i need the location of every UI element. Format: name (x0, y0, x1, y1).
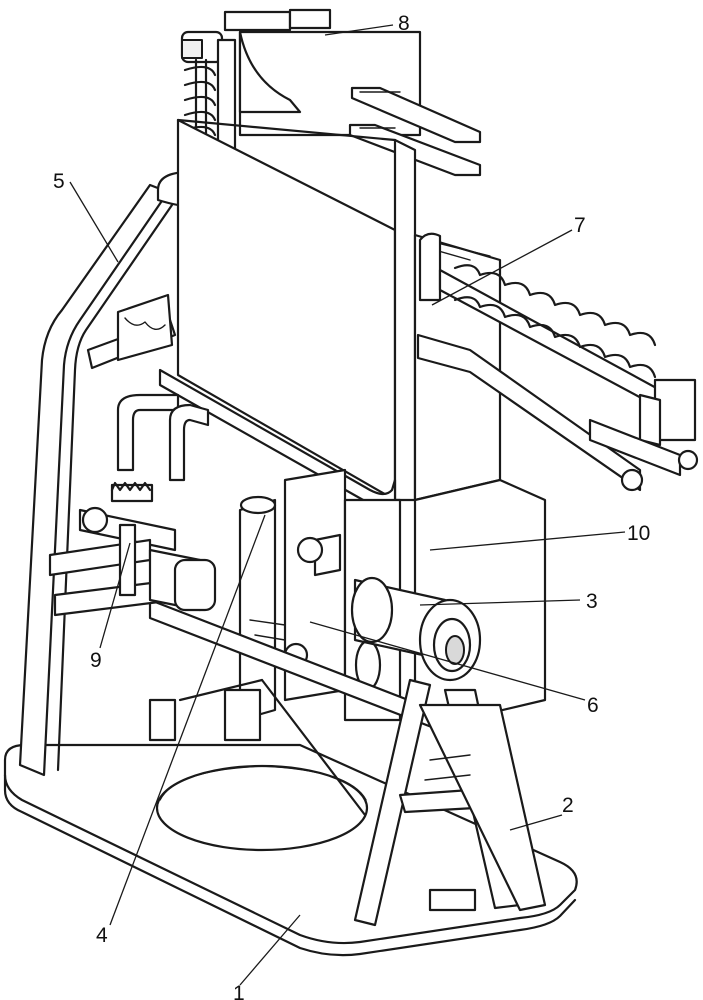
gear-assembly (48, 393, 217, 617)
callout-2: 2 (562, 794, 574, 817)
leader-lines (69, 24, 626, 986)
callout-7: 7 (574, 214, 586, 237)
callout-1: 1 (233, 982, 245, 1000)
linkage (283, 468, 402, 722)
left-frame (18, 183, 177, 777)
callout-labels: 1 2 3 4 5 6 7 8 9 10 (53, 12, 650, 1000)
callout-6: 6 (587, 694, 599, 717)
callout-4: 4 (96, 924, 108, 947)
lower-rods (148, 495, 342, 742)
callout-5: 5 (53, 170, 65, 193)
right-arm (416, 333, 699, 492)
a-frame-legs (353, 678, 547, 927)
callout-3: 3 (586, 590, 598, 613)
screw-rod (438, 264, 697, 447)
callout-8: 8 (398, 12, 410, 35)
main-panel (158, 118, 417, 509)
callout-9: 9 (90, 649, 102, 672)
callout-10: 10 (627, 522, 650, 545)
lower-rails (148, 598, 462, 817)
roller (350, 576, 482, 682)
